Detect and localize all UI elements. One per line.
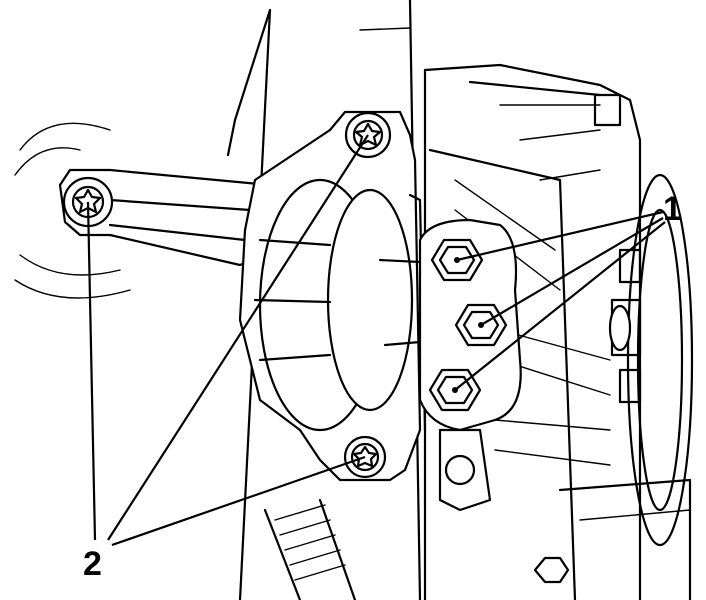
mount-body — [238, 110, 427, 482]
disc-assembly — [608, 173, 694, 547]
callout-1-label: 1 — [663, 190, 682, 228]
leaders-callout-2 — [86, 134, 369, 547]
hose — [263, 498, 357, 600]
callout-2-label: 2 — [83, 545, 102, 583]
leaders-callout-1 — [454, 210, 666, 391]
small-nut — [533, 556, 570, 584]
